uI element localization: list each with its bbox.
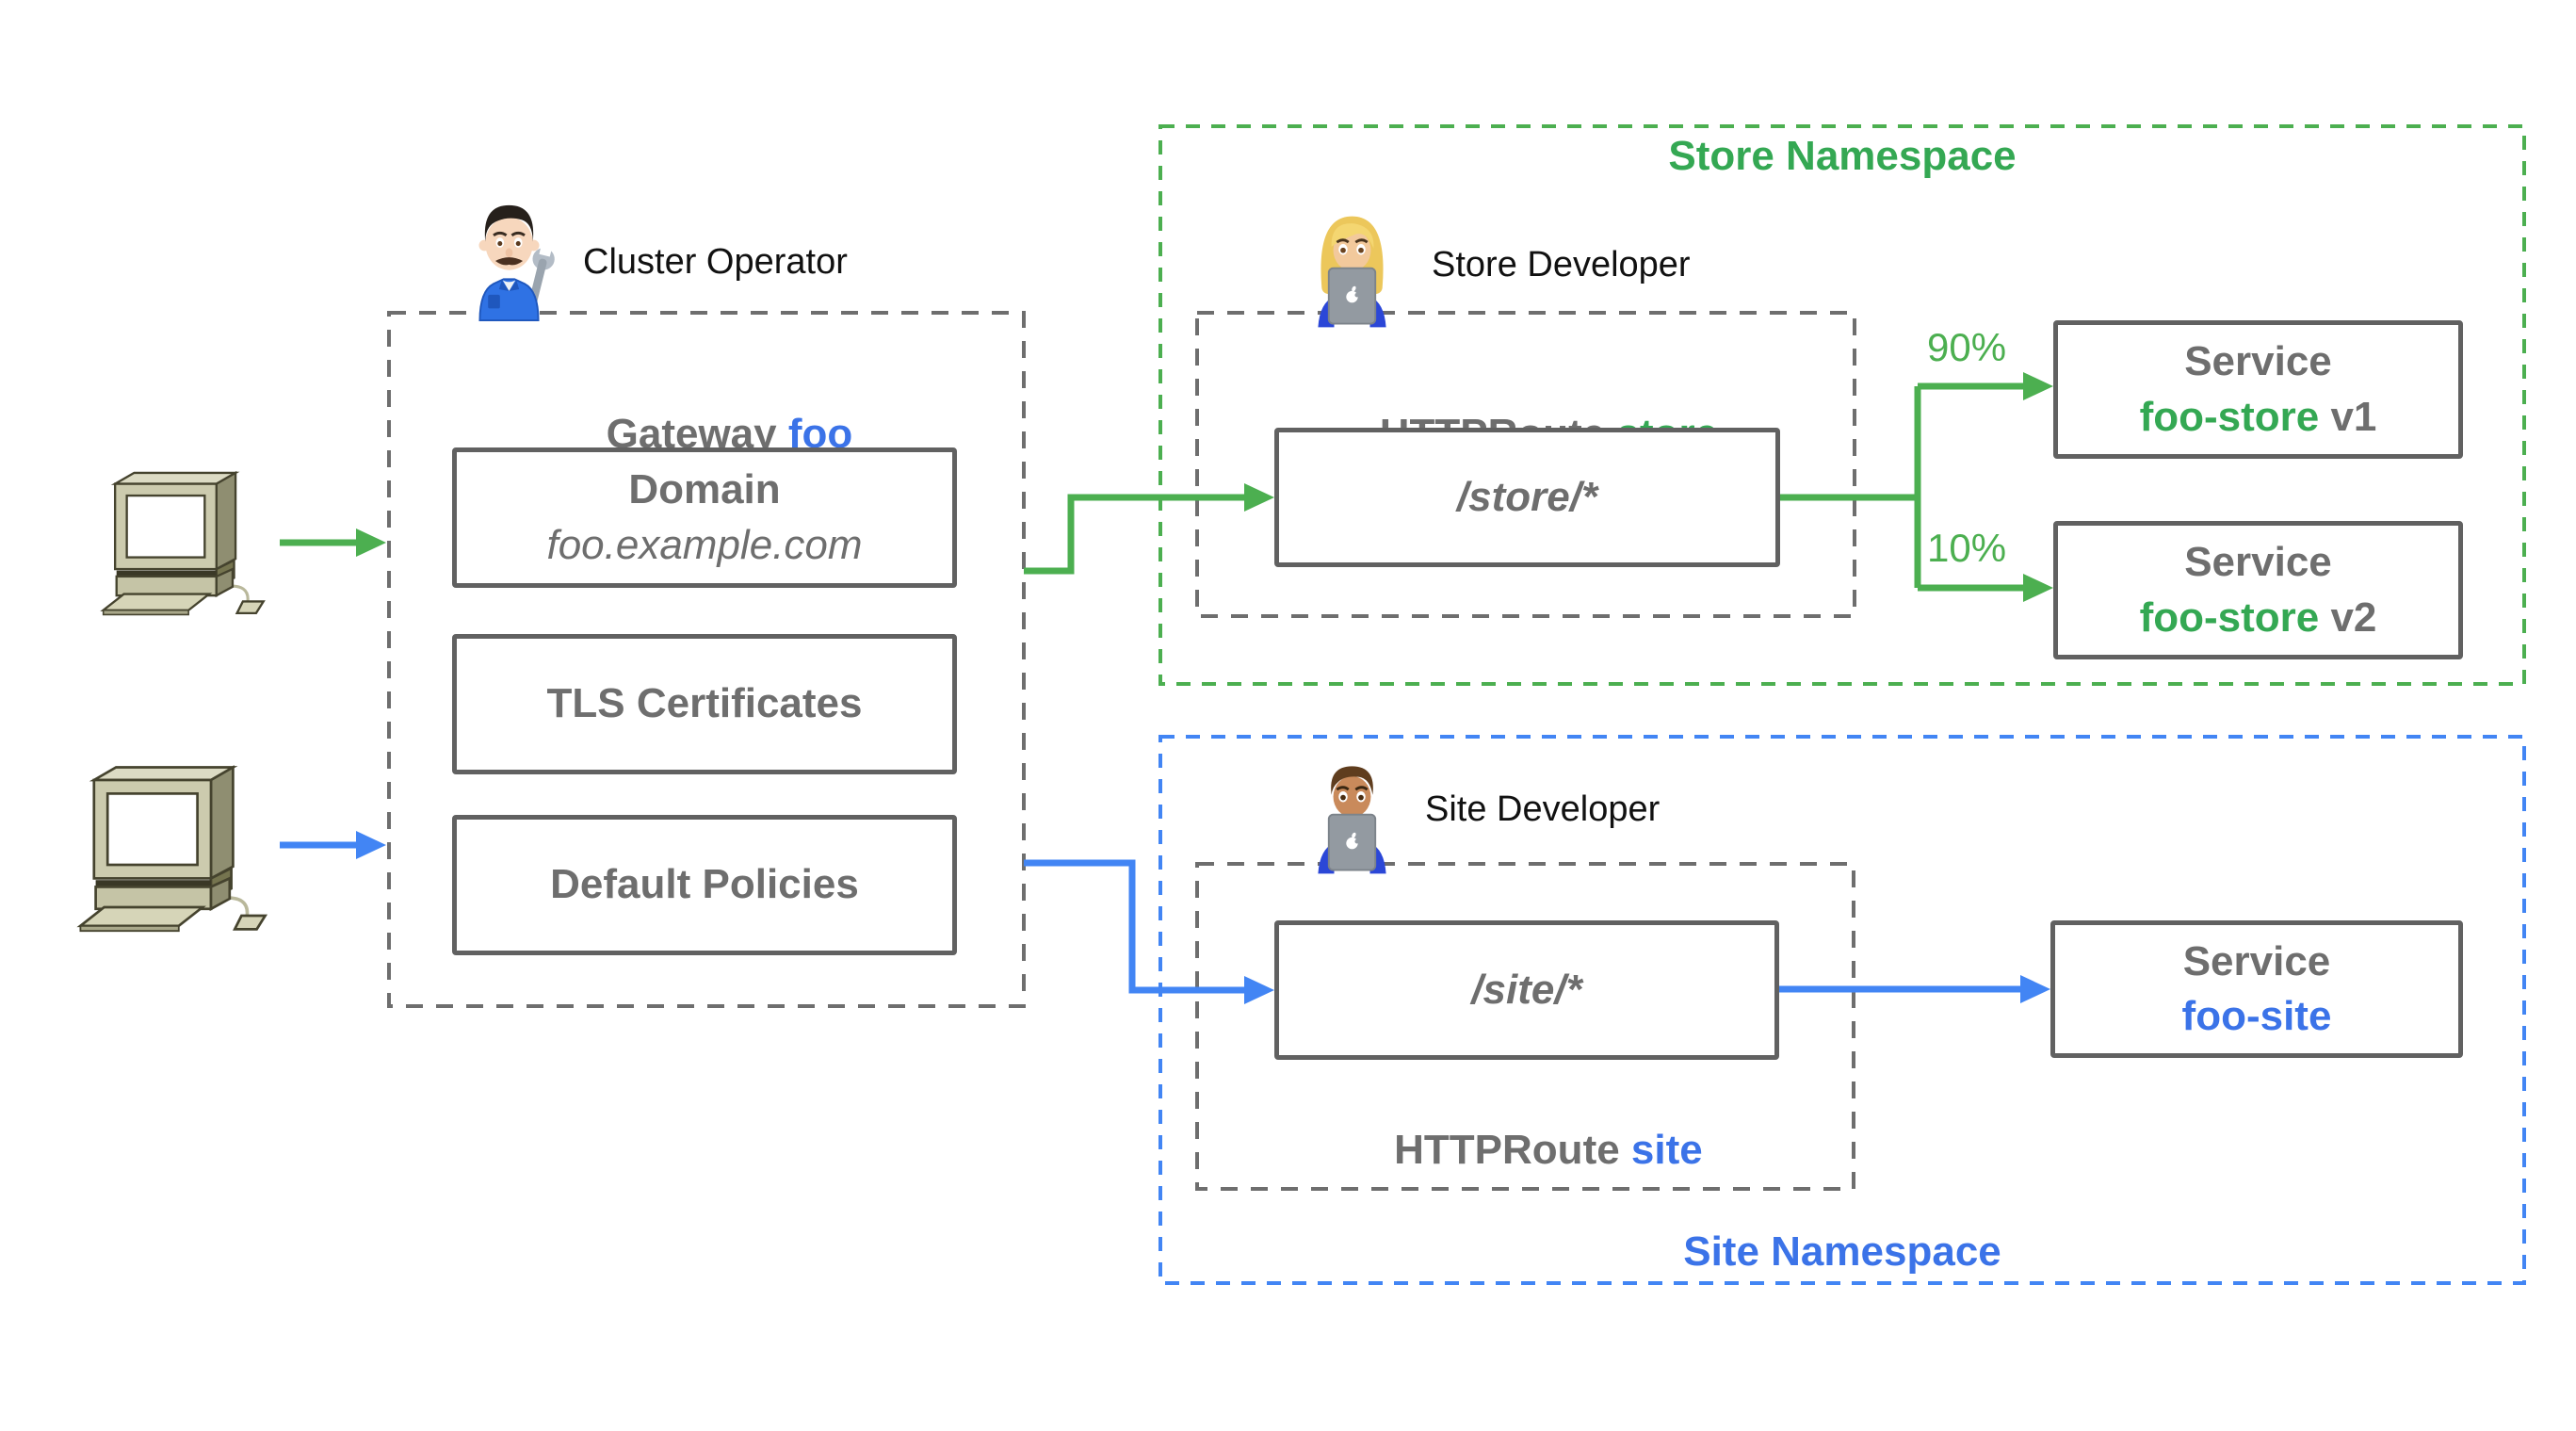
service-foo-store-v2-version: v2 <box>2319 594 2377 641</box>
service-foo-store-v1-box: Service foo-store v1 <box>2053 320 2463 459</box>
httproute-site-title: HTTPRoute site <box>1197 1080 1854 1221</box>
httproute-site-name: site <box>1630 1127 1703 1173</box>
site-developer-label: Site Developer <box>1425 789 1661 829</box>
gateway-to-site-route-arrow <box>1024 859 1274 1004</box>
service-type: Service <box>2182 937 2331 984</box>
weight-10-label: 10% <box>1927 526 2007 570</box>
domain-box: Domain foo.example.com <box>452 447 957 588</box>
service-type: Service <box>2184 539 2332 586</box>
service-foo-site-box: Service foo-site <box>2050 920 2463 1058</box>
httproute-site-prefix: HTTPRoute <box>1394 1127 1631 1173</box>
tls-certificates-label: TLS Certificates <box>546 680 863 727</box>
service-foo-store-v1-name: foo-store <box>2139 393 2320 440</box>
woman-technologist-icon <box>1316 215 1388 329</box>
client-to-gateway-arrow-blue <box>280 831 386 859</box>
client-to-gateway-arrow-green <box>280 528 386 557</box>
store-namespace-boundary <box>1158 124 2526 686</box>
weight-90-label: 90% <box>1927 325 2007 369</box>
gateway-to-store-route-arrow <box>1024 483 1274 575</box>
service-foo-store-v2-name: foo-store <box>2139 594 2320 641</box>
site-path-value: /site/* <box>1471 966 1582 1013</box>
site-namespace-title: Site Namespace <box>1683 1228 2001 1275</box>
desktop-computer-icon <box>78 765 267 934</box>
service-foo-store-v1-version: v1 <box>2319 393 2377 440</box>
service-name-line: foo-store v2 <box>2140 591 2377 645</box>
store-path-value: /store/* <box>1456 473 1598 520</box>
man-technologist-icon <box>1316 764 1388 875</box>
site-namespace-boundary <box>1158 735 2526 1285</box>
store-developer-label: Store Developer <box>1432 245 1691 285</box>
store-route-to-services-arrows <box>1780 372 2053 602</box>
gateway-boundary <box>387 311 1026 1008</box>
service-foo-site-name: foo-site <box>2181 993 2332 1039</box>
domain-label: Domain <box>628 466 781 513</box>
domain-value: foo.example.com <box>546 521 863 568</box>
desktop-computer-icon <box>102 471 266 617</box>
default-policies-label: Default Policies <box>550 861 859 908</box>
default-policies-box: Default Policies <box>452 815 957 955</box>
httproute-site-boundary <box>1195 862 1855 1191</box>
service-name-line: foo-store v1 <box>2140 390 2377 445</box>
site-route-to-service-arrow <box>1773 975 2050 1003</box>
tls-certificates-box: TLS Certificates <box>452 634 957 774</box>
site-path-box: /site/* <box>1274 920 1779 1060</box>
service-foo-store-v2-box: Service foo-store v2 <box>2053 521 2463 659</box>
mechanic-person-icon <box>478 203 560 322</box>
service-type: Service <box>2184 338 2332 385</box>
cluster-operator-label: Cluster Operator <box>583 242 848 282</box>
store-path-box: /store/* <box>1274 428 1780 567</box>
store-namespace-title: Store Namespace <box>1668 133 2017 179</box>
